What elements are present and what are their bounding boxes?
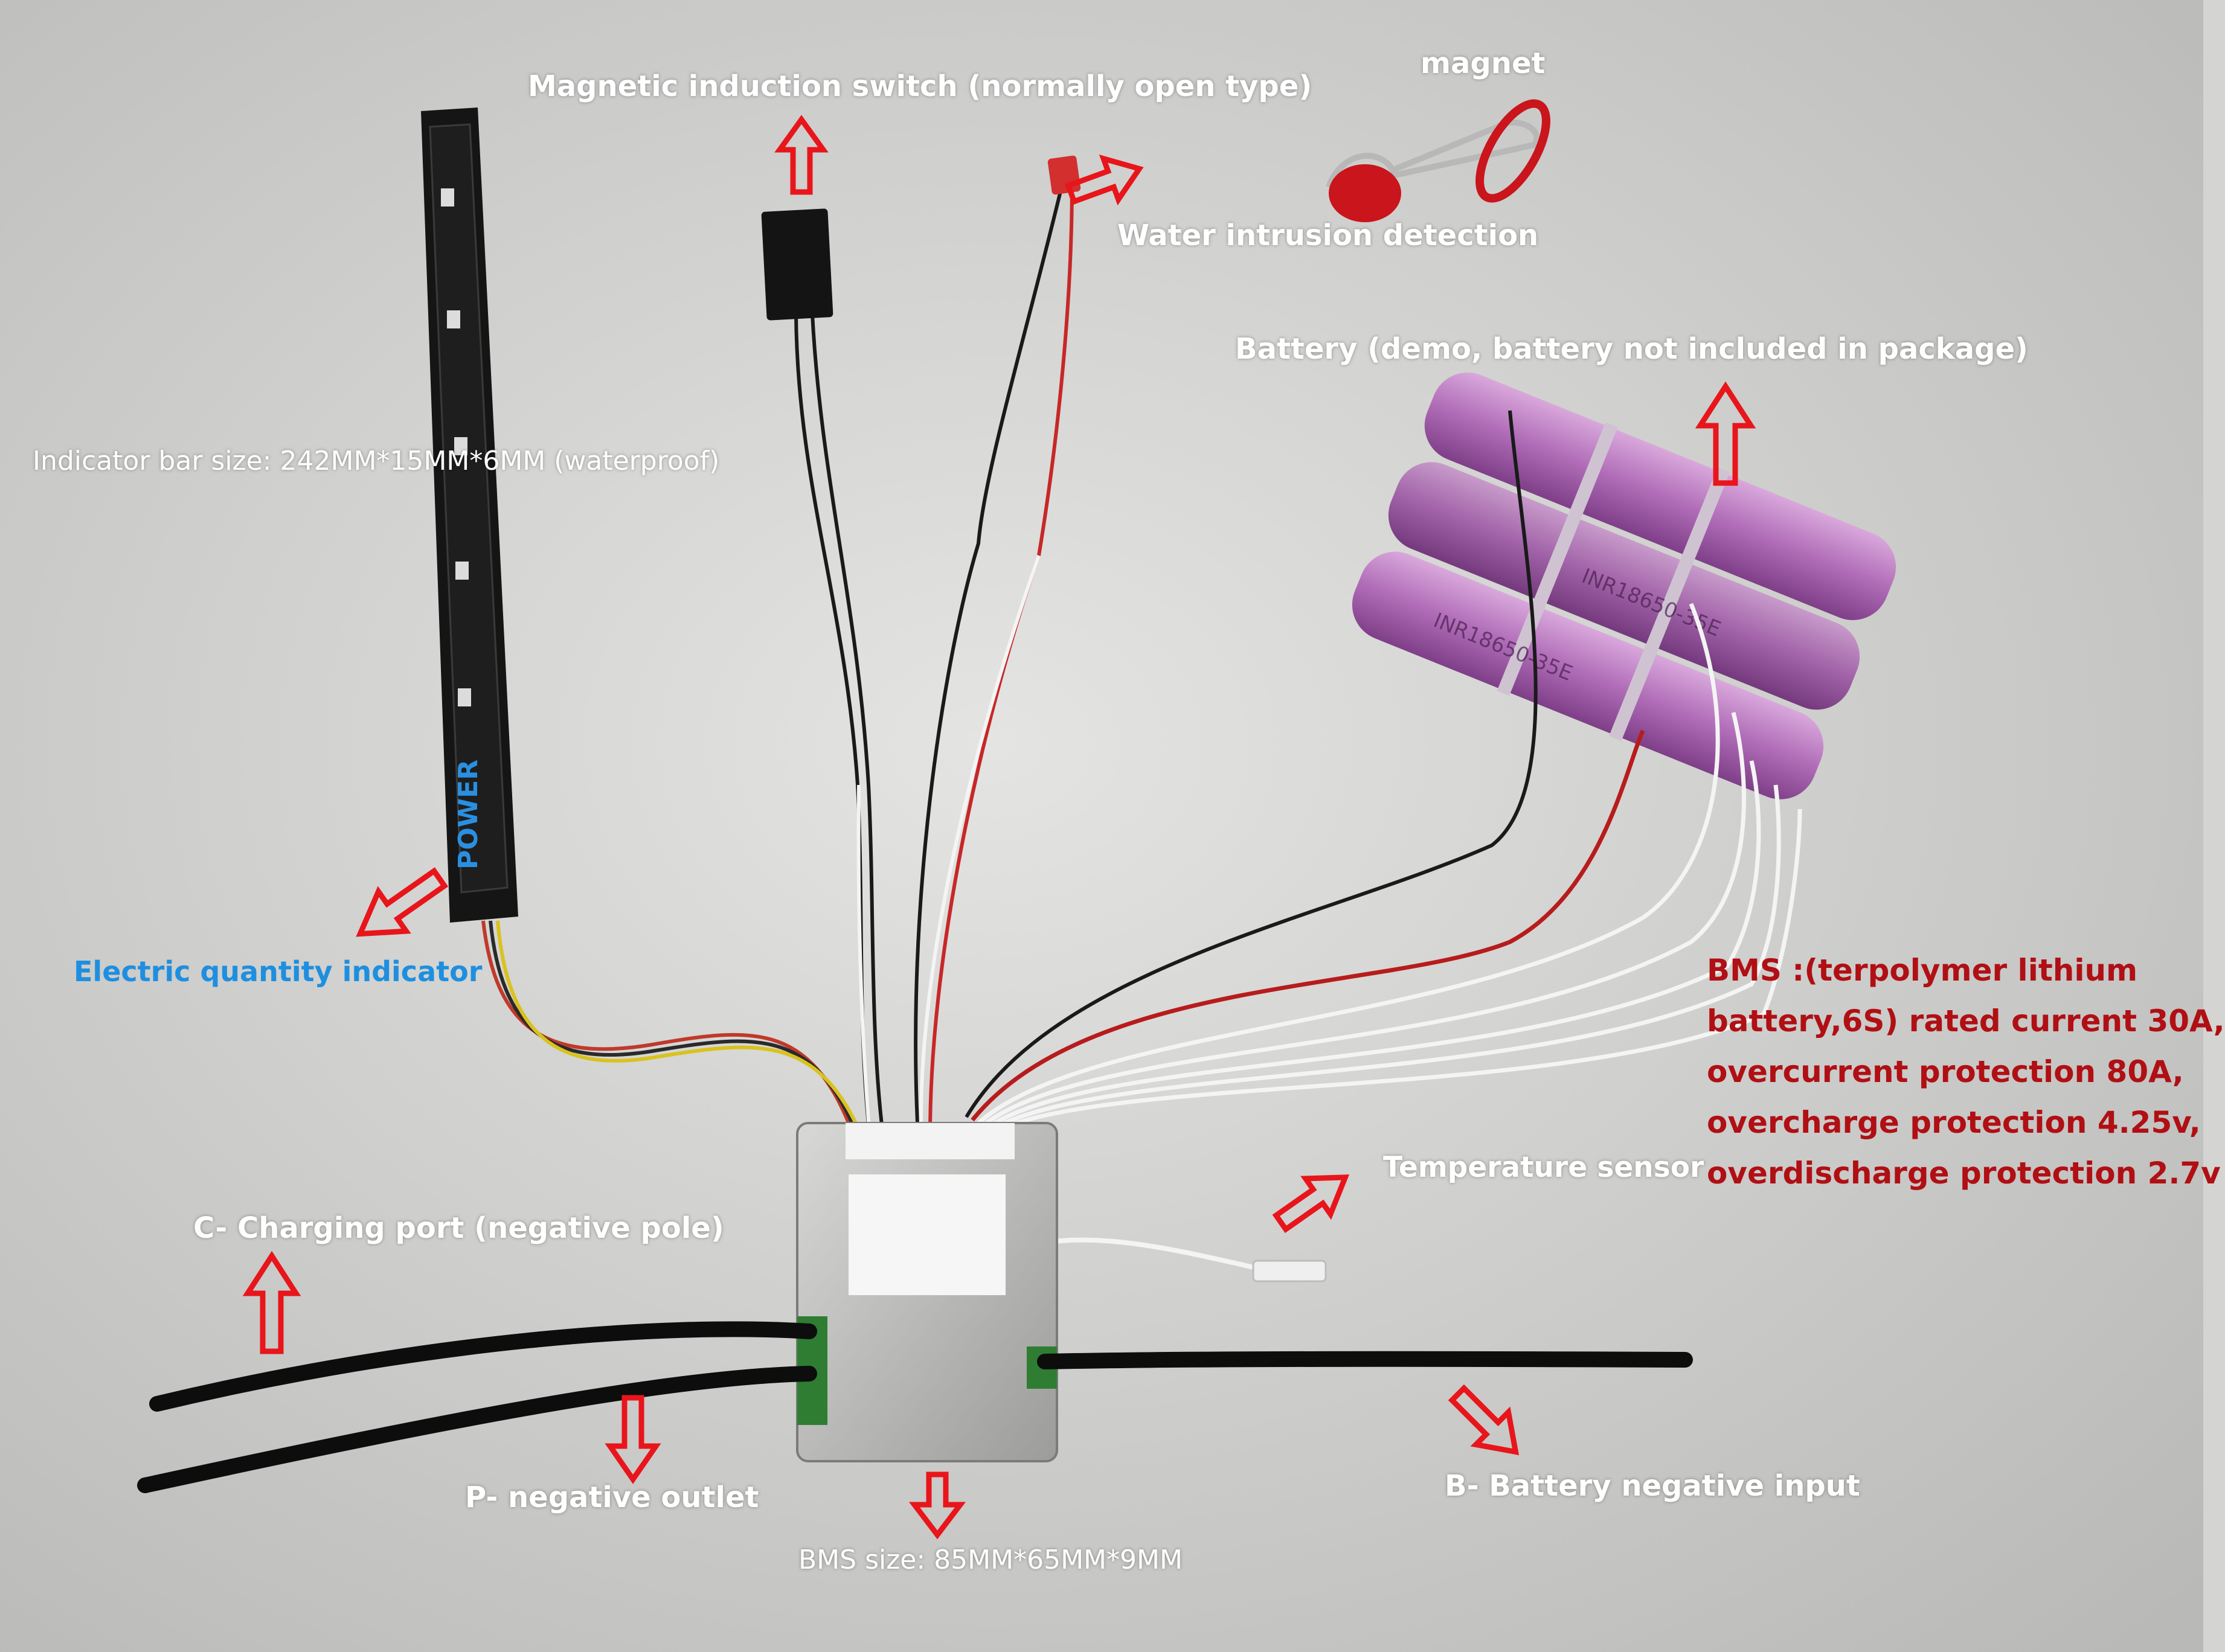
- arrow-electric-indicator: [356, 867, 449, 937]
- arrow-water-detection: [1065, 155, 1144, 206]
- label-magnetic-switch: Magnetic induction switch (normally open…: [528, 69, 1312, 103]
- power-cables: [137, 1321, 1693, 1493]
- label-magnet: magnet: [1421, 46, 1546, 80]
- arrow-negative-outlet: [605, 1395, 661, 1484]
- bms-spec-line: overdischarge protection 2.7v: [1707, 1156, 2221, 1191]
- arrows: [242, 115, 1756, 1540]
- bms-spec-line: overcurrent protection 80A,: [1707, 1054, 2184, 1089]
- power-logo: POWER: [453, 760, 484, 869]
- label-charging-port: C- Charging port (negative pole): [193, 1211, 724, 1245]
- label-battery-negative: B- Battery negative input: [1445, 1469, 1860, 1503]
- indicator-bar: POWER: [421, 107, 518, 923]
- label-water-detection: Water intrusion detection: [1117, 219, 1539, 252]
- temperature-sensor-probe: [1038, 1237, 1327, 1282]
- arrow-bms-size: [908, 1471, 966, 1540]
- indicator-wires: [481, 920, 869, 1151]
- arrow-battery-negative: [1448, 1384, 1520, 1456]
- bms-spec-block: BMS :(terpolymer lithium battery,6S) rat…: [1707, 945, 2225, 1199]
- magnet: [1326, 99, 1550, 222]
- label-battery: Battery (demo, battery not included in p…: [1235, 332, 2028, 366]
- bms-board: [796, 1122, 1058, 1462]
- label-negative-outlet: P- negative outlet: [465, 1481, 759, 1514]
- bms-spec-line: BMS :(terpolymer lithium: [1707, 953, 2138, 988]
- arrow-charging-port: [242, 1250, 301, 1354]
- arrow-magnetic-switch: [774, 115, 829, 195]
- arrow-temperature-sensor: [1272, 1174, 1350, 1234]
- label-bms-size: BMS size: 85MM*65MM*9MM: [798, 1545, 1183, 1575]
- balance-wires: [965, 410, 1802, 1130]
- water-detection-probe: [1047, 155, 1081, 195]
- switch-and-water-wires: [794, 181, 1074, 1136]
- bms-spec-line: overcharge protection 4.25v,: [1707, 1105, 2201, 1140]
- label-temperature-sensor: Temperature sensor: [1383, 1151, 1704, 1184]
- label-electric-indicator: Electric quantity indicator: [74, 955, 483, 988]
- bms-spec-line: battery,6S) rated current 30A,: [1707, 1004, 2225, 1039]
- arrow-battery: [1695, 381, 1756, 486]
- label-indicator-size: Indicator bar size: 242MM*15MM*6MM (wate…: [33, 446, 720, 476]
- magnetic-switch: [761, 208, 833, 321]
